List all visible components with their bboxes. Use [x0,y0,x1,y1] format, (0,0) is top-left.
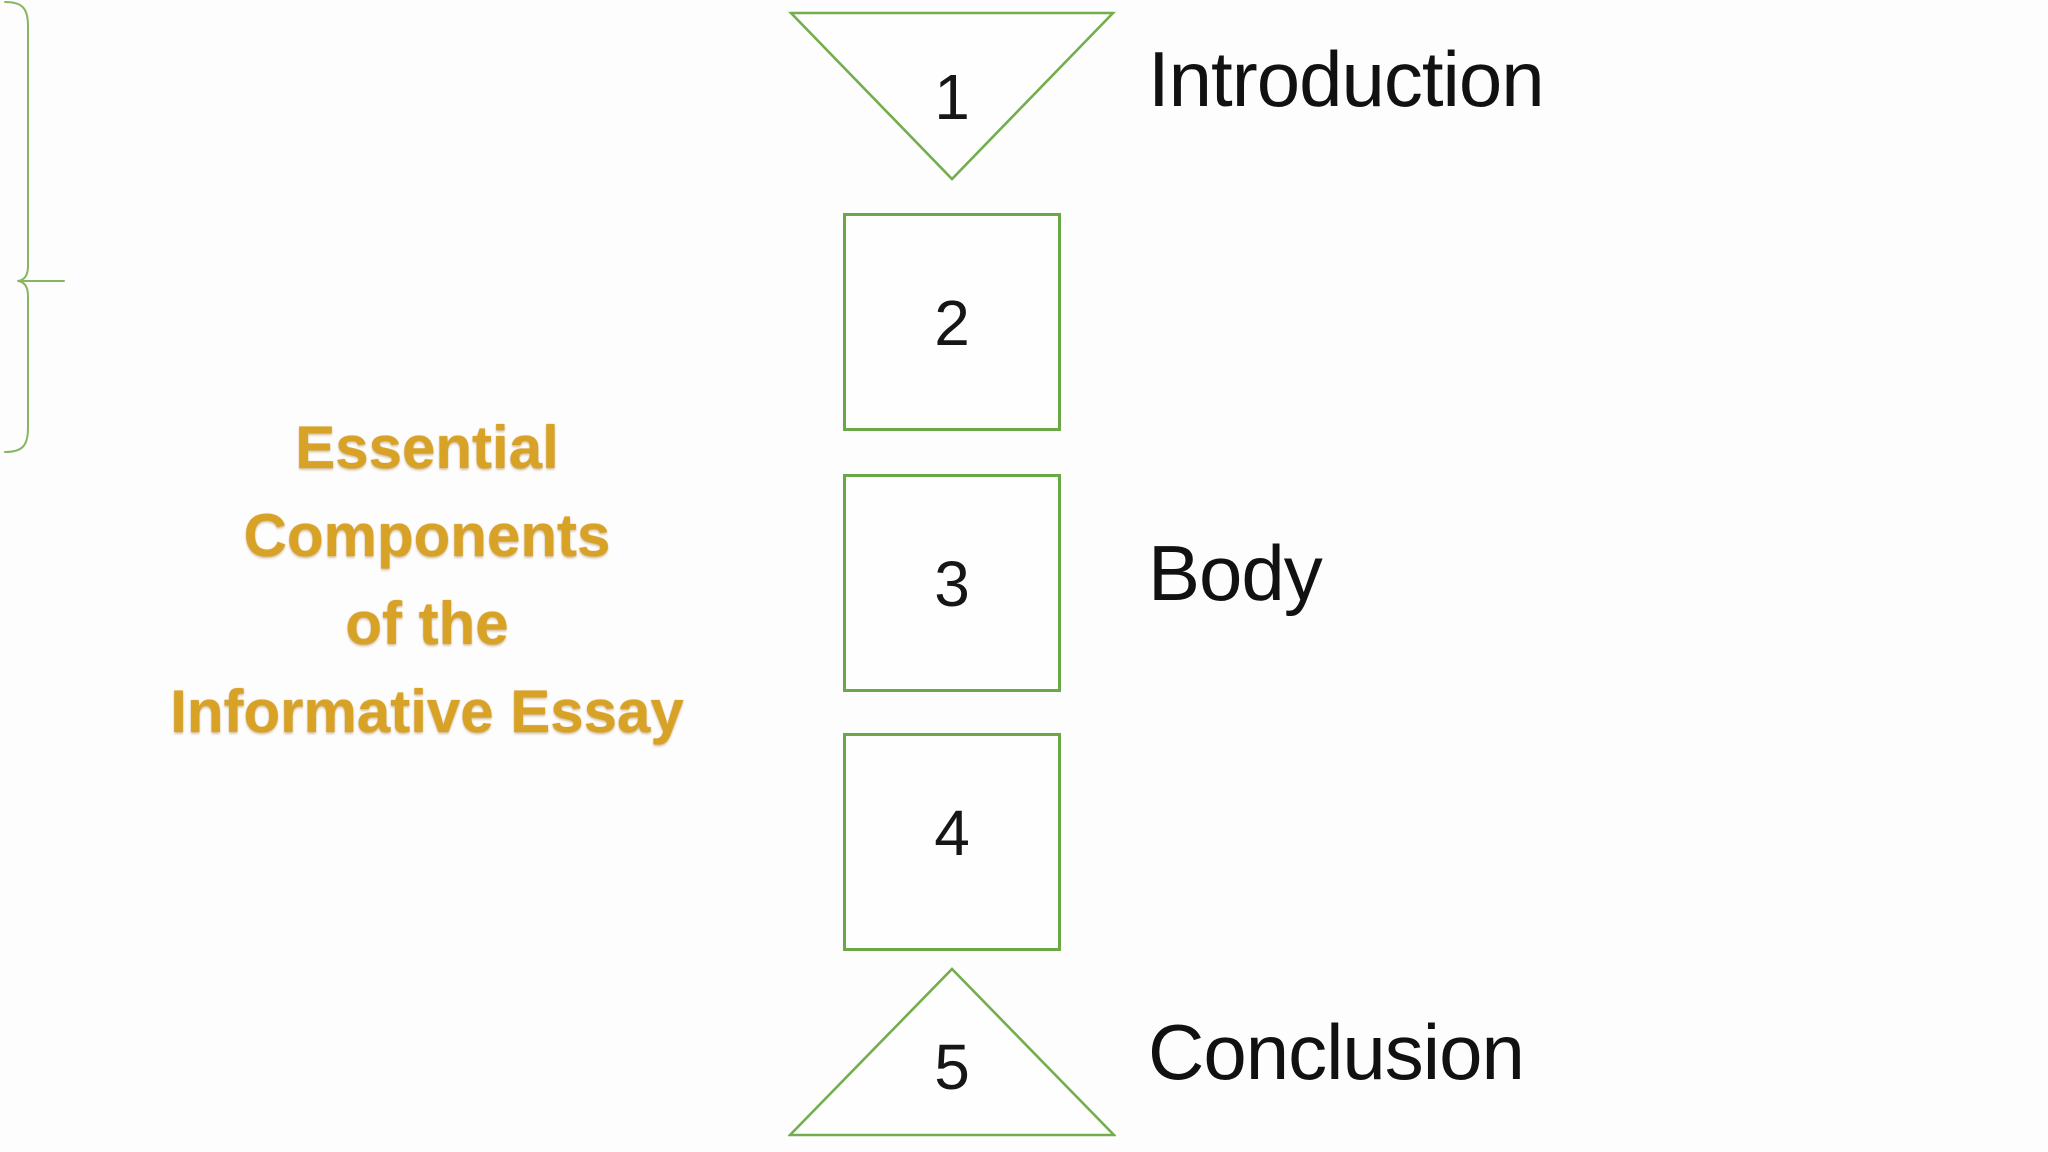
body-group-brace [4,1,65,453]
triangle-5-shape [788,967,1116,1137]
essay-title: Essential Components of the Informative … [107,404,747,756]
square-4-shape [843,733,1061,951]
label-introduction: Introduction [1148,35,1545,123]
step-5-number: 5 [934,1031,970,1103]
label-conclusion: Conclusion [1148,1008,1525,1096]
triangle-1-shape [788,11,1116,181]
step-2-number: 2 [934,287,970,359]
square-2-shape [843,213,1061,431]
step-4-number: 4 [934,797,970,869]
title-line-4: Informative Essay [170,678,684,745]
title-line-1: Essential [295,414,559,481]
title-line-3: of the [345,590,509,657]
step-3-number: 3 [934,548,970,620]
square-3-shape [843,474,1061,692]
label-body: Body [1148,529,1323,617]
step-1-number: 1 [934,61,970,133]
title-line-2: Components [243,502,611,569]
